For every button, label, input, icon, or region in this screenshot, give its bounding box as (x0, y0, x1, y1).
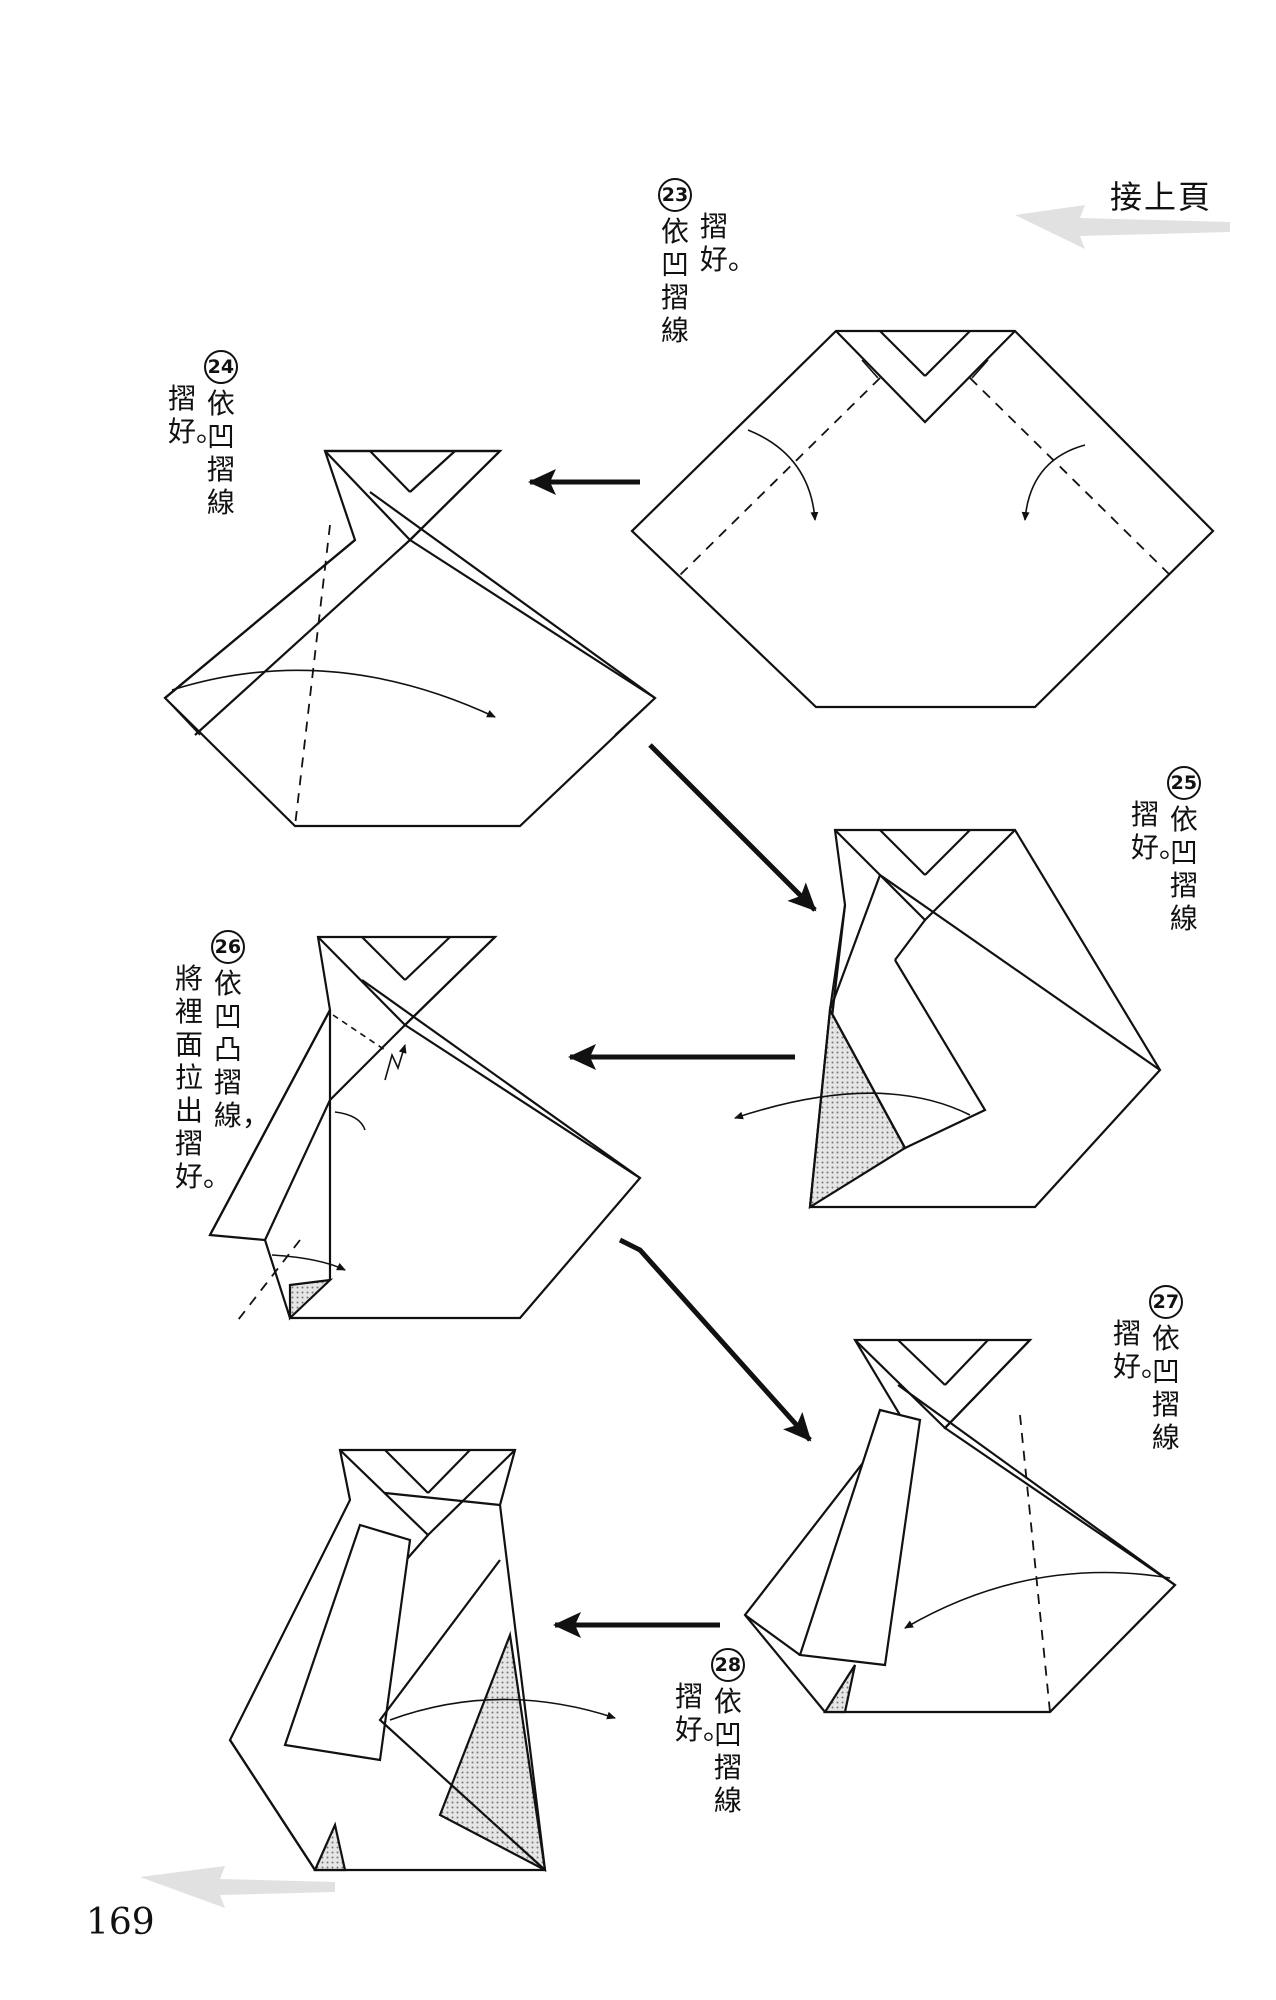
step-26-model (208, 935, 642, 1321)
step-arrow-24-25 (648, 743, 817, 912)
direction-arrow-gray-top (1015, 205, 1230, 249)
step-26-line-2: 將裡面拉出摺好。 (175, 962, 232, 1193)
step-26-line-1: 依凹凸摺線， (213, 967, 270, 1132)
step-23-line-1: 依凹摺線 (661, 215, 690, 347)
step-25-line-1: 依凹摺線 (1169, 803, 1198, 935)
step-27-number: 27 (1148, 1285, 1183, 1319)
step-28-line-1: 依凹摺線 (713, 1685, 742, 1817)
continued-from-previous-page: 接上頁 (1110, 178, 1213, 216)
step-24-line-1: 依凹摺線 (206, 387, 235, 519)
step-27-line-2: 摺好。 (1113, 1317, 1170, 1383)
step-26-caption: 將裡面拉出摺好。 26 依凹凸摺線， (172, 930, 270, 1193)
step-23-model (630, 329, 1215, 709)
step-24-caption: 摺好。 24 依凹摺線 (165, 350, 238, 519)
step-27-line-1: 依凹摺線 (1151, 1322, 1180, 1454)
step-26-number: 26 (210, 930, 245, 964)
step-24-number: 24 (203, 350, 238, 384)
step-arrow-26-27 (618, 1237, 812, 1442)
step-25-caption: 摺好。 25 依凹摺線 (1128, 766, 1201, 935)
step-23-caption: 23 依凹摺線 摺好。 (658, 178, 756, 347)
page-number: 169 (86, 1902, 155, 1943)
step-28-caption: 摺好。 28 依凹摺線 (672, 1648, 745, 1817)
step-28-line-2: 摺好。 (675, 1680, 732, 1746)
direction-arrow-gray-bottom (140, 1866, 335, 1908)
step-28-model (228, 1448, 616, 1872)
step-25-number: 25 (1166, 766, 1201, 800)
step-28-number: 28 (710, 1648, 745, 1682)
step-27-model (743, 1338, 1177, 1714)
step-24-model (163, 449, 657, 828)
step-25-model (734, 828, 1162, 1210)
step-23-number: 23 (658, 178, 692, 212)
step-24-line-2: 摺好。 (168, 382, 225, 448)
step-27-caption: 摺好。 27 依凹摺線 (1110, 1285, 1183, 1454)
step-23-line-2: 摺好。 (699, 210, 756, 276)
step-25-line-2: 摺好。 (1131, 798, 1188, 864)
